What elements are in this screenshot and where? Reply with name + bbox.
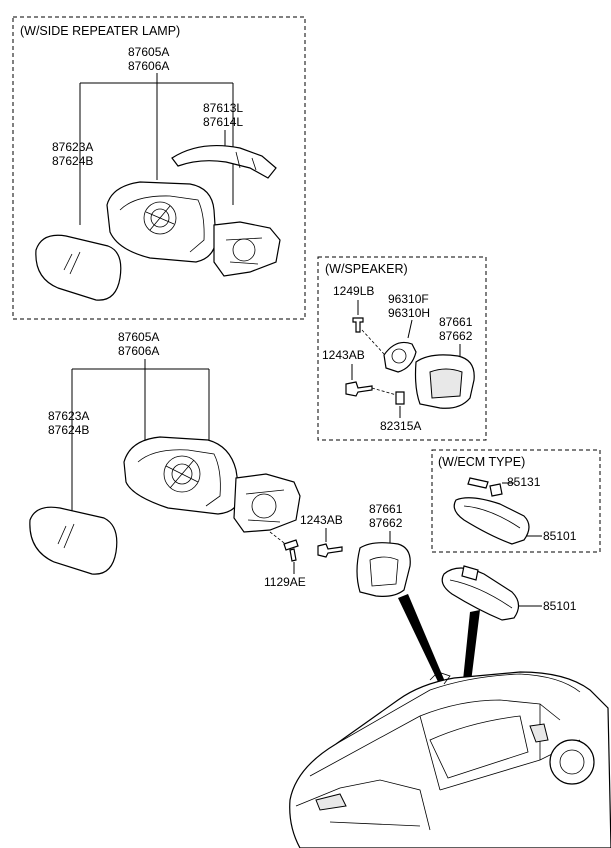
label-87614l: 87614L (203, 115, 243, 129)
pointer-to-side-mirror (398, 594, 446, 686)
bolt-1243ab-spk (345, 381, 373, 397)
ecm-mirror-part (453, 497, 530, 545)
mirror-housing-top (106, 181, 217, 263)
label-87661-mid: 87661 (369, 502, 403, 516)
mirror-motor-mid (163, 455, 201, 493)
car-wheel (549, 739, 595, 785)
side-repeater-box (12, 16, 306, 320)
label-1129ae: 1129AE (264, 575, 306, 589)
label-1249lb: 1249LB (333, 284, 374, 298)
label-87605a-top: 87605A (128, 45, 169, 59)
label-1243ab-mid: 1243AB (300, 513, 343, 527)
ecm-section: (W/ECM TYPE) 85131 85101 (431, 449, 601, 553)
repeater-lamp-part (171, 144, 277, 179)
mirror-cover-mid (356, 542, 411, 597)
label-96310f: 96310F (388, 292, 429, 306)
mirror-glass-top (35, 234, 122, 301)
inside-mirror-mount (461, 565, 479, 581)
speaker-part (383, 341, 417, 373)
speaker-section: (W/SPEAKER) 1249LB 96310F 96310H 87661 8… (317, 256, 487, 441)
vehicle-illustration (289, 594, 611, 848)
mirror-motor-top (143, 201, 177, 235)
mirror-housing-mid (123, 436, 241, 515)
speaker-header: (W/SPEAKER) (325, 262, 408, 276)
screw-1129ae (283, 539, 299, 551)
car-side-mirror (529, 723, 549, 743)
pointer-to-inside-mirror (462, 610, 480, 690)
ecm-header: (W/ECM TYPE) (438, 455, 525, 469)
inside-mirror-part (441, 567, 520, 621)
leader-top-assy (79, 73, 234, 225)
ecm-cover-clip (489, 483, 503, 497)
label-87623a-mid: 87623A (48, 409, 89, 423)
label-87662-mid: 87662 (369, 516, 403, 530)
mirror-base-top (213, 221, 281, 277)
label-87661-spk: 87661 (439, 315, 473, 329)
repeater-lamp-detail (235, 151, 257, 171)
label-85101-ecm: 85101 (543, 529, 577, 543)
bolt-1243ab-mid (317, 543, 343, 558)
speaker-box (317, 256, 487, 441)
label-82315a: 82315A (380, 419, 421, 433)
side-repeater-section: (W/SIDE REPEATER LAMP) 87605A 87606A 876… (12, 16, 306, 320)
label-87662-spk: 87662 (439, 329, 473, 343)
mirror-base-mid (233, 473, 301, 533)
speaker-mesh (429, 368, 463, 399)
side-repeater-header: (W/SIDE REPEATER LAMP) (20, 24, 180, 38)
middle-mirror-section: 87605A 87606A 87623A 87624B 1129AE 1243A… (29, 330, 577, 621)
label-87606a-mid: 87606A (118, 344, 159, 358)
screw-1249lb (352, 317, 364, 333)
label-85131: 85131 (507, 475, 541, 489)
label-85101-inside: 85101 (543, 599, 577, 613)
leader-mid-assy (71, 359, 210, 512)
label-87605a-mid: 87605A (118, 330, 159, 344)
label-96310h: 96310H (388, 306, 430, 320)
mirror-glass-mid (29, 506, 118, 575)
label-87613l: 87613L (203, 101, 243, 115)
label-87606a-top: 87606A (128, 59, 169, 73)
car-body (289, 671, 611, 848)
label-1243ab-spk: 1243AB (322, 348, 365, 362)
ecm-box (431, 449, 601, 553)
label-87623a-top: 87623A (52, 140, 93, 154)
mirror-housing-top-inner (119, 195, 205, 253)
label-87624b-top: 87624B (52, 154, 93, 168)
label-87624b-mid: 87624B (48, 423, 89, 437)
clip-82315a (395, 391, 405, 405)
ecm-cover-part (467, 477, 489, 489)
